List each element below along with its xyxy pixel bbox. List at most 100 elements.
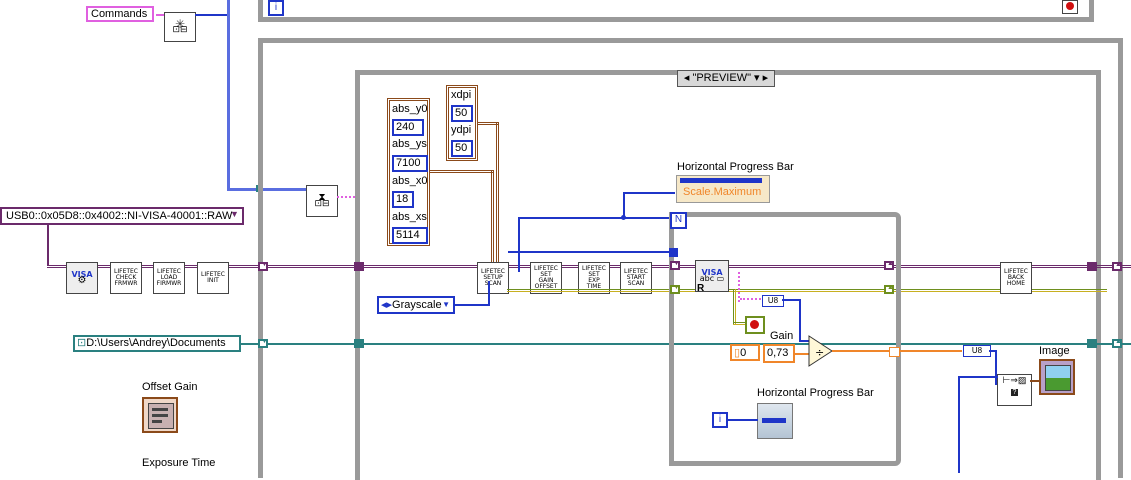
- load-l3: FIRMWR: [156, 280, 182, 287]
- u8-label-2: U8: [971, 346, 983, 355]
- gain-zero-control[interactable]: ▯0: [730, 344, 760, 361]
- visa-configure-icon[interactable]: VISA ⚙: [66, 262, 98, 294]
- err-wire-stop: [733, 289, 736, 325]
- path-control[interactable]: ⊡D:\Users\Andrey\Documents: [73, 335, 241, 352]
- path-icon: ⊡: [77, 337, 87, 349]
- image-build-sub-icon: ?: [1010, 389, 1019, 396]
- vertical-blue-wire: [227, 0, 230, 190]
- dpi-cluster-wire-v: [496, 122, 499, 262]
- visa-dropdown-icon[interactable]: ▼: [230, 209, 239, 219]
- abs-ys-label: abs_ys: [392, 138, 427, 150]
- path-tunnel-left: ▼: [258, 338, 268, 348]
- load-firmware-subvi[interactable]: LIFETEC LOAD FIRMWR: [153, 262, 185, 294]
- visa-wire-drop: [47, 225, 49, 266]
- read-string-wire-v: [738, 272, 742, 302]
- visa-tunnel-right-outer: ▲: [1112, 261, 1122, 271]
- case-selector[interactable]: ◂ "PREVIEW" ▾ ▸: [677, 70, 775, 87]
- progress-top-property: Scale.Maximum: [683, 186, 762, 198]
- mode-wire-h: [455, 304, 490, 306]
- progress-bottom-terminal[interactable]: [757, 403, 793, 439]
- shift-reg-err-right: ▲: [884, 284, 894, 294]
- loop-stop-terminal[interactable]: [745, 316, 765, 334]
- check-l2: CHECK: [115, 274, 137, 281]
- check-l3: FRMWR: [114, 280, 138, 287]
- back-home-subvi[interactable]: LIFETEC BACK HOME: [1000, 262, 1032, 294]
- check-l1: LIFETEC: [114, 268, 138, 275]
- gain-wire: [795, 353, 809, 355]
- u8-label-1: U8: [767, 296, 779, 305]
- divide-symbol: ÷: [815, 346, 824, 359]
- unbundle-icon[interactable]: ⧗ ⊡⊟: [306, 185, 338, 217]
- loop-out-tunnel: [889, 347, 900, 357]
- init-subvi[interactable]: LIFETEC INIT: [197, 262, 229, 294]
- shift-reg-visa-right: ▲: [884, 260, 894, 270]
- commands-control[interactable]: Commands: [86, 6, 154, 22]
- setup-scan-subvi[interactable]: LIFETEC SETUP SCAN: [477, 262, 509, 294]
- case-selector-right-icon[interactable]: ▾ ▸: [754, 72, 769, 84]
- start-l2: START: [626, 274, 646, 281]
- blue-wire-setup-v: [518, 217, 520, 272]
- xdpi-value[interactable]: 50: [451, 105, 473, 122]
- divide-node[interactable]: ÷: [808, 335, 834, 367]
- path-tunnel-inner: [354, 339, 364, 348]
- set-exp-time-subvi[interactable]: LIFETEC SET EXP TIME: [578, 262, 610, 294]
- init-l2: INIT: [207, 277, 219, 284]
- u8-conversion-1: U8: [762, 295, 784, 307]
- case-selector-left-icon[interactable]: ◂: [683, 72, 690, 84]
- exp-l2: SET: [588, 271, 600, 278]
- mode-value: Grayscale: [392, 299, 442, 311]
- image-wire-left-h: [958, 376, 998, 378]
- gain-value: 0,73: [767, 347, 789, 359]
- progress-bottom-wire: [728, 419, 758, 421]
- exp-l1: LIFETEC: [582, 265, 606, 272]
- path-wire: [241, 343, 1131, 345]
- commands-label: Commands: [91, 8, 148, 20]
- check-firmware-subvi[interactable]: LIFETEC CHECK FRMWR: [110, 262, 142, 294]
- setup-l2: SETUP: [483, 274, 503, 281]
- abs-ys-value[interactable]: 7100: [392, 155, 428, 172]
- error-wire-1: [507, 289, 1107, 292]
- loop-tunnel-blue: [669, 248, 678, 257]
- main-case-structure: [258, 38, 1123, 478]
- mode-wire-v: [488, 281, 490, 306]
- commands-wire: [156, 14, 164, 16]
- image-wire: [1030, 380, 1040, 382]
- top-info-indicator[interactable]: i: [268, 0, 284, 16]
- progress-top-node[interactable]: Scale.Maximum: [676, 175, 770, 203]
- visa-tunnel-right-inner: [1087, 262, 1097, 271]
- setup-l1: LIFETEC: [481, 268, 505, 275]
- u8-wire-1: [782, 299, 801, 301]
- ydpi-value[interactable]: 50: [451, 140, 473, 157]
- blue-wire-pb-h: [623, 192, 675, 194]
- mode-enum-control[interactable]: ◂▸Grayscale ▼: [377, 296, 455, 314]
- u8-wire-2v: [995, 350, 997, 385]
- abs-x0-value[interactable]: 18: [392, 191, 414, 208]
- command-cluster-icon[interactable]: ✳ ⊡⊟: [164, 12, 196, 42]
- image-indicator[interactable]: [1039, 359, 1075, 395]
- scan-cluster-wire-h: [430, 170, 493, 173]
- visa-tunnel-inner: [354, 262, 364, 271]
- back-l2: BACK: [1007, 274, 1025, 281]
- enum-arrows-icon[interactable]: ◂▸: [381, 299, 393, 311]
- start-scan-subvi[interactable]: LIFETEC START SCAN: [620, 262, 652, 294]
- visa-tunnel-left: ▼: [258, 261, 268, 271]
- visa-read-icon[interactable]: VISA abc ▭: [695, 260, 729, 292]
- enum-dropdown-icon[interactable]: ▼: [442, 300, 450, 309]
- stop-button-icon[interactable]: [1062, 0, 1078, 14]
- path-tunnel-right-inner: [1087, 339, 1097, 348]
- gain-value-control[interactable]: 0,73: [763, 344, 795, 363]
- image-build-node[interactable]: ⊢⇒▨ ?: [997, 374, 1032, 406]
- abs-xs-value[interactable]: 5114: [392, 227, 428, 244]
- path-value: D:\Users\Andrey\Documents: [86, 337, 226, 349]
- visa-resource-control[interactable]: USB0::0x05D8::0x4002::NI-VISA-40001::RAW: [0, 207, 244, 225]
- unbundle-pink-wire: [337, 196, 359, 200]
- ydpi-label: ydpi: [451, 124, 472, 136]
- abs-y0-value[interactable]: 240: [392, 119, 424, 136]
- set-gain-offset-subvi[interactable]: LIFETEC SET GAIN OFFSET: [530, 262, 562, 294]
- offset-gain-control[interactable]: [142, 397, 178, 433]
- abs-y0-label: abs_y0: [392, 103, 428, 115]
- blue-wire-setup-h: [518, 217, 673, 219]
- gain-l4: OFFSET: [534, 283, 558, 290]
- progress-bottom-info: i: [712, 412, 728, 428]
- gain-l3: GAIN: [538, 277, 554, 284]
